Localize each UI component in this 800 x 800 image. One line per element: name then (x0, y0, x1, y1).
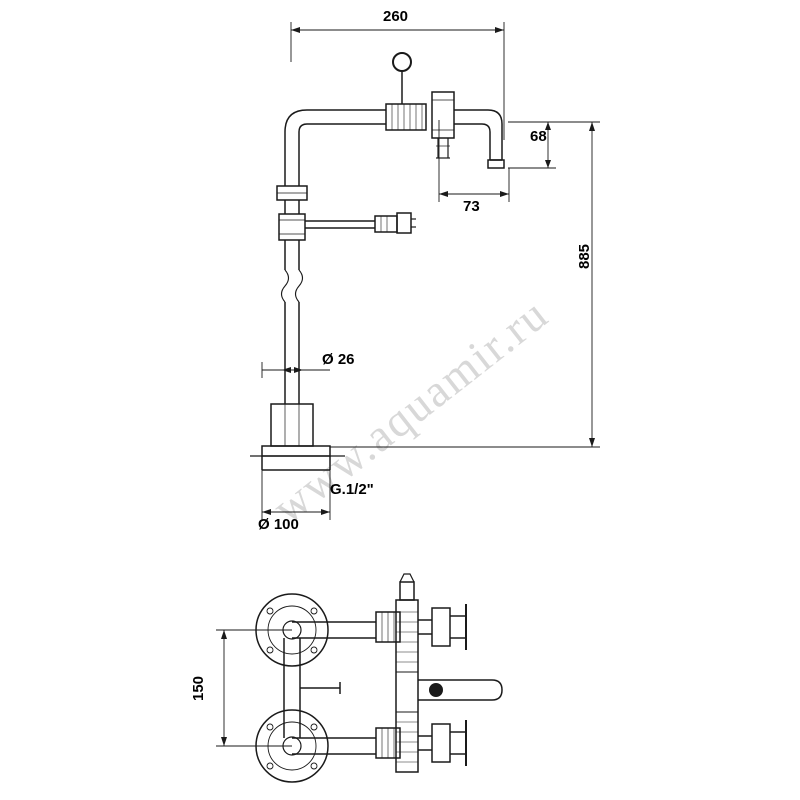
dim-label-tube-diameter: Ø 26 (322, 351, 355, 368)
dim-label-width-top: 260 (383, 8, 409, 25)
dim-label-spout-reach: 73 (463, 198, 480, 215)
dim-label-thread: G.1/2" (330, 481, 374, 498)
dimension-lines (216, 22, 600, 747)
dim-label-spout-height: 68 (530, 128, 547, 145)
dim-label-total-height: 885 (576, 243, 594, 270)
dim-label-center-distance: 150 (190, 675, 208, 702)
dim-label-base-diameter: Ø 100 (258, 516, 299, 533)
faucet-elevation (250, 52, 505, 471)
faucet-bottom-view (255, 573, 503, 783)
